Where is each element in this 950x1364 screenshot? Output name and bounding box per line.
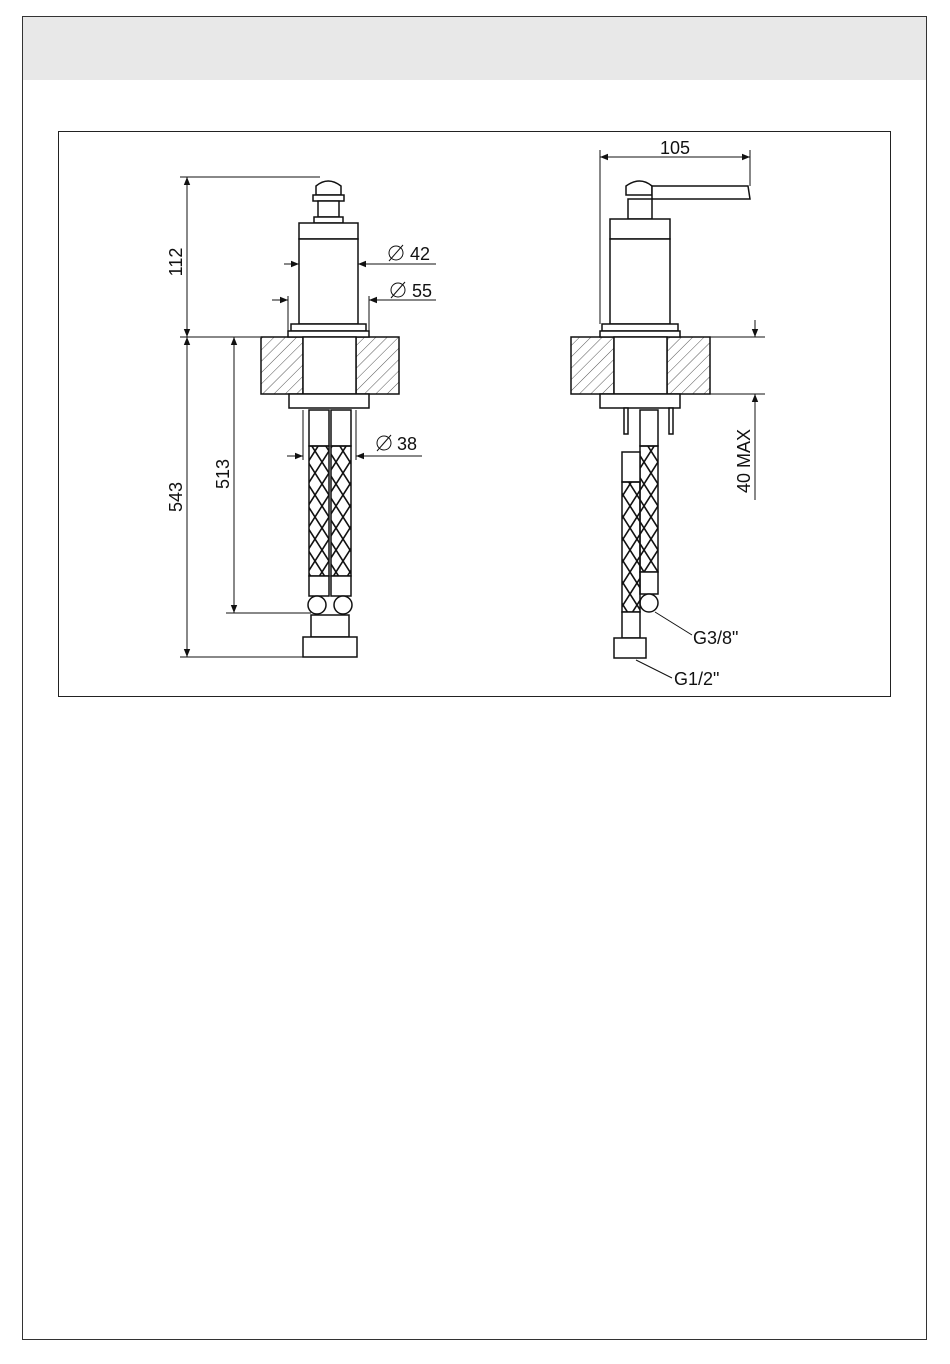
- shank: [303, 337, 356, 394]
- front-view: [261, 181, 399, 657]
- dim-40-max: 40 MAX: [734, 429, 754, 493]
- side-body: [610, 239, 670, 324]
- deck-section-right-side: [667, 337, 710, 394]
- dim-diameter-38: 38: [397, 434, 417, 454]
- dim-112: 112: [166, 248, 186, 277]
- hose-left: [309, 446, 329, 576]
- bottom-fitting: [303, 637, 357, 657]
- body: [299, 239, 358, 324]
- lock-nut: [289, 394, 369, 408]
- dim-543: 543: [166, 482, 186, 512]
- label-g1-2: G1/2": [674, 669, 719, 689]
- body-cap: [299, 223, 358, 239]
- deck-section-right: [356, 337, 399, 394]
- hose-right: [331, 446, 351, 576]
- deck-section-left: [261, 337, 303, 394]
- lever: [652, 186, 750, 199]
- dim-513: 513: [213, 459, 233, 489]
- dim-105: 105: [660, 138, 690, 158]
- handle-knob: [316, 181, 341, 195]
- dim-diameter-42: 42: [410, 244, 430, 264]
- dim-diameter-55: 55: [412, 281, 432, 301]
- label-g3-8: G3/8": [693, 628, 738, 648]
- flange: [288, 331, 369, 337]
- side-view: [571, 181, 750, 658]
- deck-section-left-side: [571, 337, 614, 394]
